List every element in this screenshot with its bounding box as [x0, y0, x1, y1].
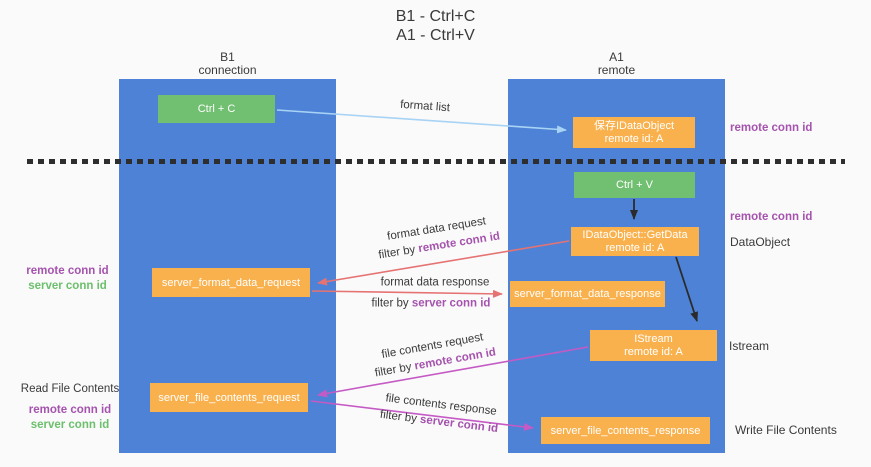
- format-data-response-label: format data response: [380, 276, 490, 289]
- left-conn-id-block-mid: remote conn id server conn id: [20, 264, 115, 294]
- server-format-data-response-box: server_format_data_response: [510, 281, 665, 307]
- format-list-label: format list: [399, 98, 451, 115]
- ctrl-c-box: Ctrl + C: [158, 95, 275, 123]
- left-read-file-contents-label: Read File Contents: [20, 383, 120, 395]
- filter-prefix: filter by: [371, 297, 409, 310]
- title-line-1: B1 - Ctrl+C: [395, 8, 476, 25]
- ctrl-c-label: Ctrl + C: [197, 103, 236, 115]
- server-format-data-response-label: server_format_data_response: [514, 288, 661, 300]
- lifeline-a1-sub: remote: [597, 63, 636, 77]
- server-file-contents-response-box: server_file_contents_response: [541, 417, 710, 444]
- left-server-conn-id-bottom: server conn id: [30, 419, 110, 431]
- diagram-title: B1 - Ctrl+C A1 - Ctrl+V: [0, 7, 871, 45]
- istream-line2: remote id: A: [624, 345, 683, 358]
- server-format-data-request-box: server_format_data_request: [152, 268, 310, 297]
- title-line-2: A1 - Ctrl+V: [396, 27, 475, 44]
- filter-key: server conn id: [411, 297, 491, 310]
- server-file-contents-response-label: server_file_contents_response: [550, 424, 701, 437]
- left-read-file-block: Read File Contents remote conn id server…: [20, 382, 120, 433]
- getdata-line2: remote id: A: [605, 241, 665, 254]
- server-file-contents-request-box: server_file_contents_request: [150, 383, 308, 412]
- lifeline-b1-sub: connection: [198, 63, 257, 77]
- phase-divider-dashed-line: [27, 159, 845, 164]
- save-dataobject-line2: remote id: A: [604, 132, 664, 145]
- lifeline-b1-name: B1: [220, 50, 235, 64]
- right-write-file-contents-label: Write File Contents: [735, 423, 837, 437]
- filter-prefix: filter by: [377, 243, 417, 262]
- istream-line1: IStream: [634, 332, 673, 345]
- save-dataobject-box: 保存IDataObject remote id: A: [573, 117, 695, 148]
- left-server-conn-id-mid: server conn id: [28, 280, 107, 292]
- lifeline-header-b1: B1 connection: [119, 51, 336, 77]
- format-data-request-labels: format data request filter by remote con…: [375, 212, 502, 265]
- file-contents-response-labels: file contents response filter by server …: [379, 390, 501, 438]
- format-data-response-filter: filter by server conn id: [372, 296, 491, 313]
- ctrl-v-label: Ctrl + V: [616, 179, 653, 191]
- left-remote-conn-id-mid: remote conn id: [26, 265, 109, 277]
- istream-box: IStream remote id: A: [590, 330, 717, 361]
- server-format-data-request-label: server_format_data_request: [161, 276, 301, 289]
- file-contents-request-labels: file contents request filter by remote c…: [371, 328, 498, 383]
- right-remote-conn-id-mid: remote conn id: [730, 211, 813, 223]
- server-file-contents-request-label: server_file_contents_request: [158, 391, 300, 404]
- lifeline-a1-name: A1: [609, 50, 624, 64]
- filter-prefix: filter by: [373, 361, 413, 380]
- save-dataobject-line1: 保存IDataObject: [593, 119, 675, 132]
- right-remote-conn-id-top: remote conn id: [730, 122, 813, 134]
- right-dataobject-label: DataObject: [730, 235, 791, 249]
- filter-prefix: filter by: [379, 408, 418, 426]
- getdata-line1: IDataObject::GetData: [582, 228, 688, 241]
- left-remote-conn-id-bottom: remote conn id: [28, 404, 112, 416]
- getdata-box: IDataObject::GetData remote id: A: [571, 227, 699, 256]
- ctrl-v-box: Ctrl + V: [574, 172, 695, 198]
- lifeline-header-a1: A1 remote: [508, 51, 725, 77]
- right-istream-label: Istream: [729, 339, 770, 353]
